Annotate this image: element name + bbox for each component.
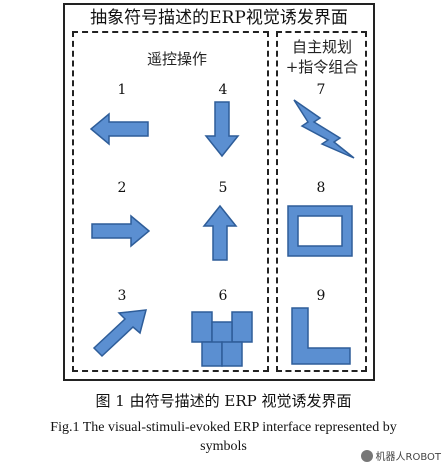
autonomous-label-line2: +指令组合 bbox=[285, 58, 359, 76]
symbol-number-8: 8 bbox=[316, 180, 326, 196]
teleoperation-label: 遥控操作 bbox=[146, 50, 207, 68]
symbol-number-5: 5 bbox=[218, 180, 228, 196]
arrow-right-icon bbox=[91, 214, 150, 248]
arrow-down-icon bbox=[204, 101, 240, 158]
autonomous-label-line1: 自主规划 bbox=[291, 38, 352, 56]
symbol-number-9: 9 bbox=[316, 288, 326, 304]
arrow-left-icon bbox=[90, 112, 149, 146]
symbol-number-1: 1 bbox=[117, 82, 127, 98]
caption-english-line2: symbols bbox=[200, 439, 247, 454]
arrow-up-right-icon bbox=[92, 309, 148, 358]
symbol-number-6: 6 bbox=[218, 288, 228, 304]
interface-title: 抽象符号描述的ERP视觉诱发界面 bbox=[90, 8, 348, 28]
lightning-icon bbox=[293, 99, 355, 159]
watermark: 机器人ROBOT bbox=[360, 448, 441, 463]
teleoperation-group-frame bbox=[72, 31, 269, 372]
blocks-icon bbox=[191, 311, 253, 367]
watermark-text: 机器人ROBOT bbox=[375, 452, 441, 463]
arrow-up-icon bbox=[202, 204, 238, 261]
caption-english-line1: Fig.1 The visual-stimuli-evoked ERP inte… bbox=[50, 420, 397, 435]
autonomous-group-frame bbox=[276, 31, 367, 372]
hollow-square-icon bbox=[287, 205, 353, 257]
symbol-number-4: 4 bbox=[218, 82, 228, 98]
figure-caption-chinese: 图 1 由符号描述的 ERP 视觉诱发界面 bbox=[95, 392, 352, 410]
l-shape-icon bbox=[291, 307, 351, 365]
interface-frame bbox=[63, 3, 375, 381]
wechat-icon bbox=[360, 450, 373, 462]
symbol-number-7: 7 bbox=[316, 82, 326, 98]
figure-caption-english: Fig.1 The visual-stimuli-evoked ERP inte… bbox=[0, 418, 447, 456]
symbol-number-3: 3 bbox=[117, 288, 127, 304]
symbol-number-2: 2 bbox=[117, 180, 127, 196]
